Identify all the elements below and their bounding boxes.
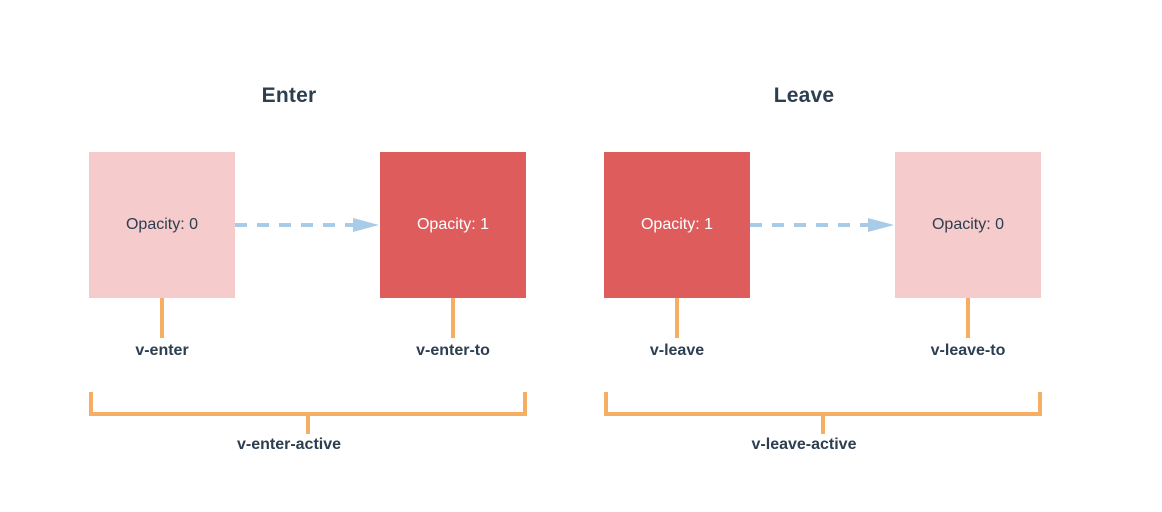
class-label-v-leave-active: v-leave-active (751, 436, 857, 453)
state-box-enter-to: Opacity: 1 (380, 152, 526, 298)
panel-leave: Leave Opacity: 1 Opacity: 0 v-leave v-le… (544, 0, 1064, 512)
connector-stem-enter-to (451, 298, 455, 338)
bracket-stem-enter (306, 412, 310, 434)
state-box-label: Opacity: 0 (125, 216, 199, 233)
state-box-label: Opacity: 0 (931, 216, 1005, 233)
connector-stem-leave-from (675, 298, 679, 338)
panel-enter: Enter Opacity: 0 Opacity: 1 v-enter v-en… (29, 0, 549, 512)
class-label-v-leave: v-leave (649, 342, 705, 359)
class-label-v-enter: v-enter (135, 342, 189, 359)
transition-arrow-enter (235, 218, 379, 232)
state-box-label: Opacity: 1 (640, 216, 714, 233)
state-box-leave-from: Opacity: 1 (604, 152, 750, 298)
connector-stem-enter-from (160, 298, 164, 338)
class-label-v-leave-to: v-leave-to (930, 342, 1006, 359)
panel-title-leave: Leave (773, 84, 835, 107)
transition-arrow-leave (750, 218, 894, 232)
connector-stem-leave-to (966, 298, 970, 338)
class-label-v-enter-active: v-enter-active (236, 436, 342, 453)
state-box-label: Opacity: 1 (416, 216, 490, 233)
panel-title-enter: Enter (261, 84, 317, 107)
bracket-stem-leave (821, 412, 825, 434)
state-box-enter-from: Opacity: 0 (89, 152, 235, 298)
state-box-leave-to: Opacity: 0 (895, 152, 1041, 298)
class-label-v-enter-to: v-enter-to (416, 342, 490, 359)
